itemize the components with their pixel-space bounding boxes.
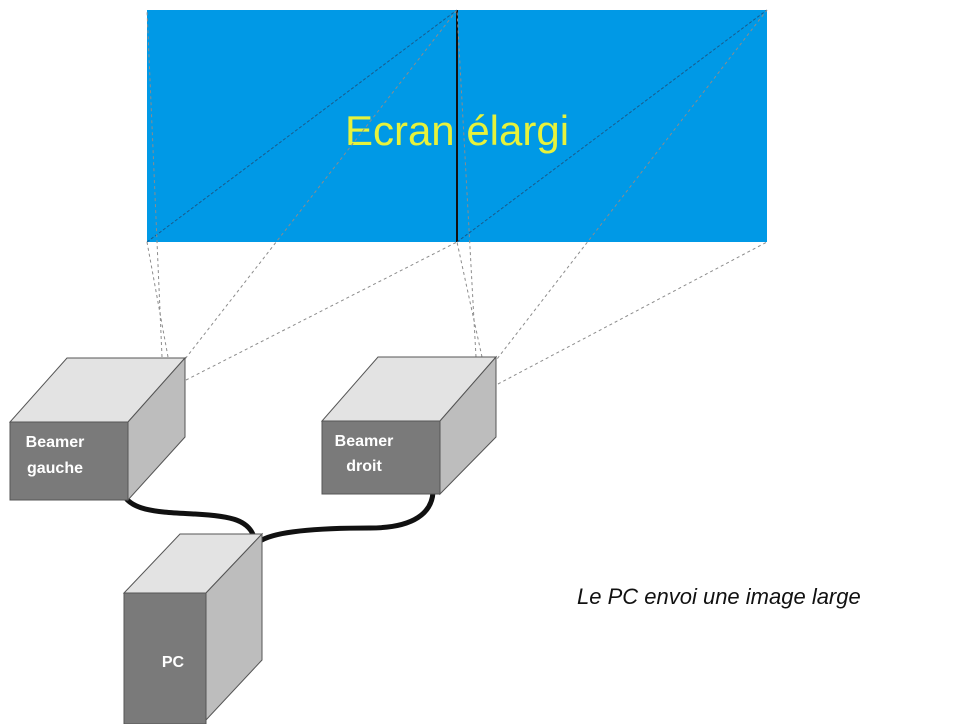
diagram-caption: Le PC envoi une image large (577, 584, 861, 609)
screen-diagonal-right (456, 9, 768, 243)
wide-screen: Ecran élargi (146, 9, 768, 243)
pc-front (123, 592, 207, 724)
cable-left-to-pc (119, 489, 258, 543)
beam-right-1 (456, 9, 477, 358)
projection-lines (146, 9, 768, 385)
projector-left: Beamer gauche (8, 356, 187, 502)
projector-right-front (321, 420, 441, 495)
beam-left-2 (146, 241, 169, 358)
screen-diagonal-left (146, 9, 458, 243)
cables (119, 489, 436, 543)
beam-left-3 (177, 9, 458, 369)
beam-right-2 (456, 241, 483, 358)
beam-right-4 (497, 241, 768, 385)
screen-title: Ecran élargi (345, 107, 569, 154)
projector-right-label-line2: droit (346, 458, 382, 475)
pc-unit: PC (122, 532, 264, 724)
projector-right: Beamer droit (320, 355, 498, 496)
projector-right-label-line1: Beamer (335, 433, 394, 450)
cable-right-to-pc (259, 489, 436, 543)
beam-left-1 (146, 9, 163, 358)
beam-left-4 (185, 241, 458, 381)
projector-left-label-line2: gauche (27, 460, 83, 477)
projector-left-front (9, 421, 129, 501)
projector-left-label-line1: Beamer (26, 434, 85, 451)
pc-label: PC (162, 654, 185, 671)
